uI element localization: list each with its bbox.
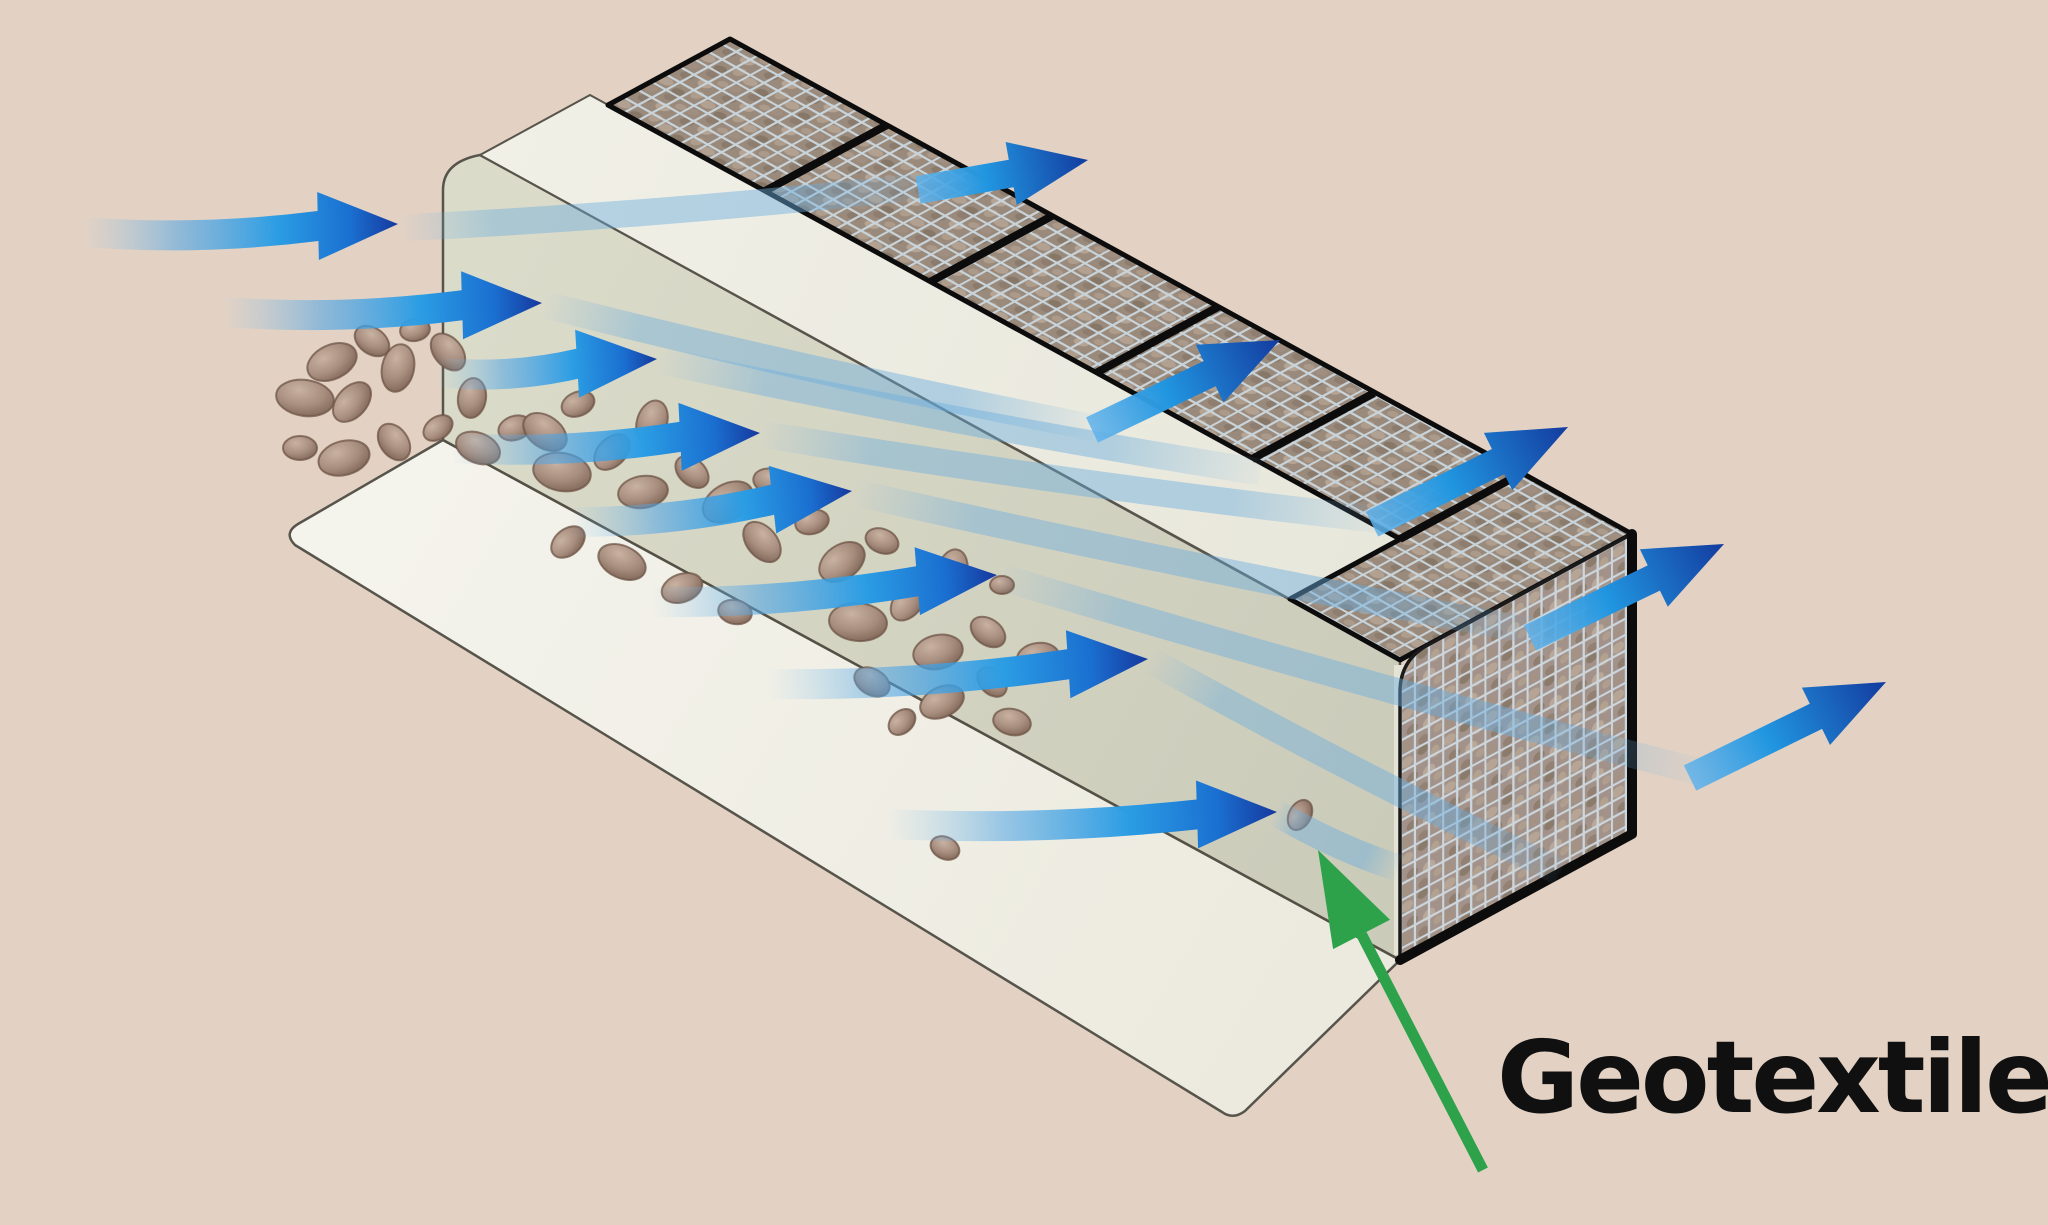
water-inflow-arrow [885,780,1277,849]
soil-stone [380,343,416,393]
mesh-segment-joints [763,121,1524,543]
soil-stone [422,414,454,442]
mesh-end-face-edge [1395,529,1637,965]
water-outflow-arrow [1523,544,1724,651]
soil-stone [887,708,917,736]
water-outflow-arrow [1683,682,1886,791]
water-inflow-arrow [435,329,657,398]
outflow-arrows [915,142,1886,791]
water-flow-band [849,478,1543,646]
soil-stone [306,342,358,382]
soil-stone [864,527,900,555]
flow-bands [399,172,1704,885]
soil-stone [282,435,318,461]
water-inflow-arrow [568,465,852,537]
water-flow-band [399,172,927,242]
water-outflow-arrow [1365,427,1568,537]
soil-stone [317,439,371,477]
geotextile-label: Geotextile [1497,1019,2048,1136]
geotextile-skirt [288,438,1402,1117]
water-inflow-arrow [221,271,542,340]
soil-stone [742,520,782,564]
soil-stone [597,543,647,581]
water-inflow-arrow [451,402,760,471]
soil-stone [969,615,1007,649]
water-outflow-arrow [915,142,1088,206]
soil-stone [331,381,373,423]
geotextile-pointer-arrow [1318,850,1488,1173]
water-inflow-arrow [650,547,997,618]
soil-stone [560,390,596,418]
pointer-head-icon [1318,850,1390,950]
water-flow-band [993,563,1704,786]
water-flow-band [1143,648,1566,885]
water-outflow-arrow [1086,340,1280,443]
water-flow-band [538,290,1098,442]
water-flow-band [654,346,1263,486]
water-flow-band [757,420,1384,534]
water-flow-band [1268,800,1403,881]
pointer-shaft [1356,931,1488,1173]
soil-stone [376,422,412,462]
water-inflow-arrow [767,630,1148,700]
water-inflow-arrow [81,192,398,260]
inflow-arrows [81,192,1277,849]
soil-stone [992,707,1032,737]
